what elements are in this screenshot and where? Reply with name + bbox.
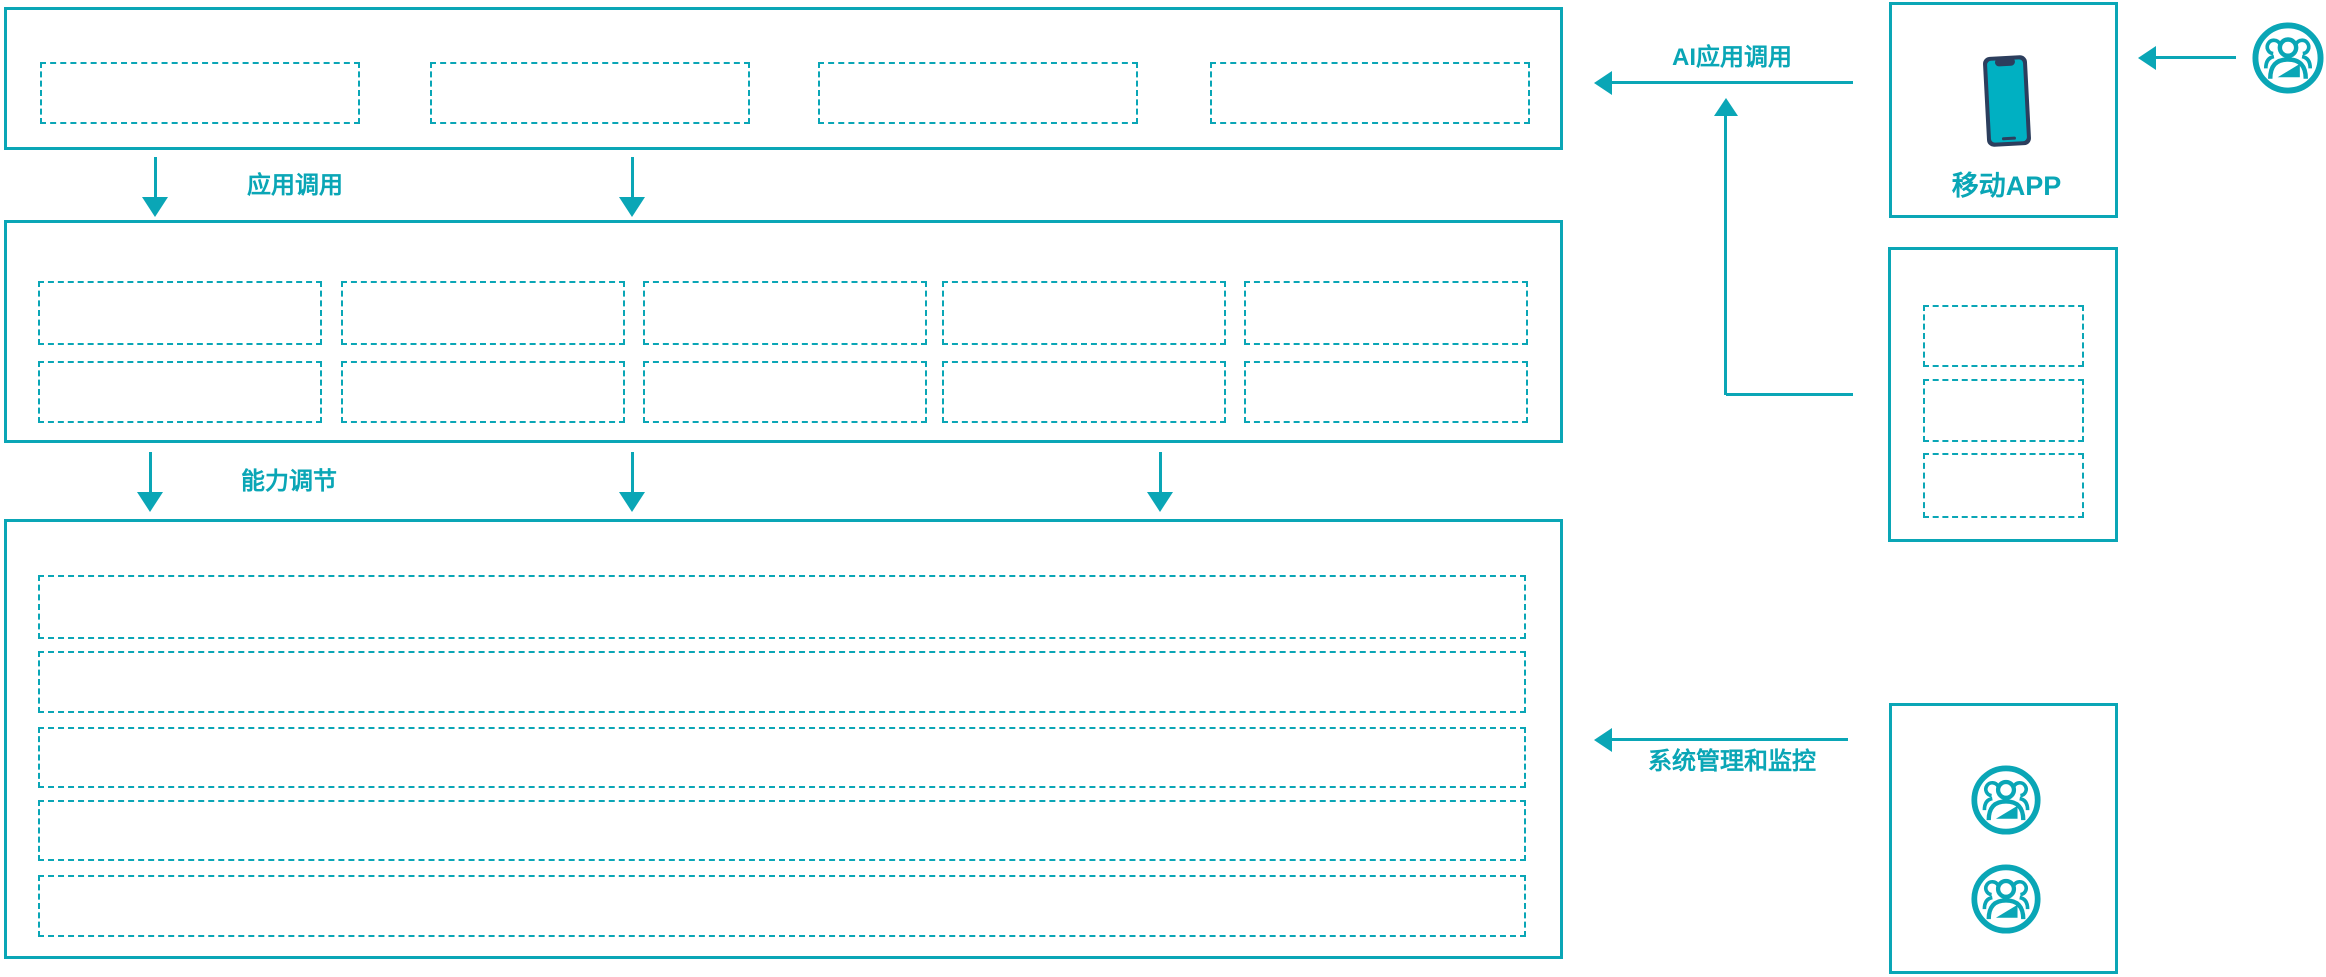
placeholder-box	[942, 281, 1226, 345]
left-arrow-icon	[2138, 46, 2156, 70]
placeholder-box	[942, 361, 1226, 423]
bottom-layer-container	[4, 519, 1563, 959]
down-arrow-line	[154, 157, 157, 199]
placeholder-box	[1923, 305, 2084, 367]
right-middle-box	[1888, 247, 2118, 542]
down-arrow-line	[149, 452, 152, 494]
connector-vertical-line	[1724, 114, 1727, 395]
placeholder-row	[38, 875, 1526, 937]
down-arrow-icon	[1147, 492, 1173, 512]
system-monitor-arrow-line	[1610, 738, 1848, 741]
system-monitor-label: 系统管理和监控	[1648, 748, 1816, 775]
placeholder-box	[38, 281, 322, 345]
placeholder-box	[643, 281, 927, 345]
placeholder-box	[1923, 379, 2084, 442]
ai-call-arrow-line	[1610, 81, 1853, 84]
left-arrow-icon	[1594, 71, 1612, 95]
app-call-label: 应用调用	[247, 172, 343, 199]
up-arrow-icon	[1714, 98, 1738, 116]
placeholder-box	[1244, 361, 1528, 423]
down-arrow-line	[631, 157, 634, 199]
placeholder-box	[1923, 453, 2084, 518]
down-arrow-line	[1159, 452, 1162, 494]
middle-layer-container	[4, 220, 1563, 443]
users-icon	[1971, 864, 2041, 934]
placeholder-row	[38, 727, 1526, 788]
users-icon	[2252, 22, 2324, 94]
users-icon	[1971, 765, 2041, 835]
placeholder-box	[341, 281, 625, 345]
left-arrow-icon	[1594, 728, 1612, 752]
placeholder-box	[1210, 62, 1530, 124]
ai-app-call-label: AI应用调用	[1672, 44, 1792, 71]
down-arrow-icon	[142, 197, 168, 217]
placeholder-box	[430, 62, 750, 124]
mobile-app-label: 移动APP	[1951, 171, 2062, 201]
down-arrow-icon	[137, 492, 163, 512]
placeholder-box	[643, 361, 927, 423]
placeholder-row	[38, 575, 1526, 639]
placeholder-box	[341, 361, 625, 423]
placeholder-box	[40, 62, 360, 124]
user-arrow-line	[2154, 56, 2236, 59]
top-layer-container	[4, 7, 1563, 150]
placeholder-box	[818, 62, 1138, 124]
placeholder-row	[38, 800, 1526, 861]
capability-adjust-label: 能力调节	[241, 468, 337, 495]
placeholder-box	[38, 361, 322, 423]
connector-horizontal-line	[1726, 393, 1853, 396]
placeholder-box	[1244, 281, 1528, 345]
down-arrow-line	[631, 452, 634, 494]
smartphone-icon	[1983, 55, 2031, 147]
admin-users-box	[1889, 703, 2118, 974]
placeholder-row	[38, 651, 1526, 713]
down-arrow-icon	[619, 197, 645, 217]
down-arrow-icon	[619, 492, 645, 512]
mobile-app-box: 移动APP	[1889, 2, 2118, 218]
